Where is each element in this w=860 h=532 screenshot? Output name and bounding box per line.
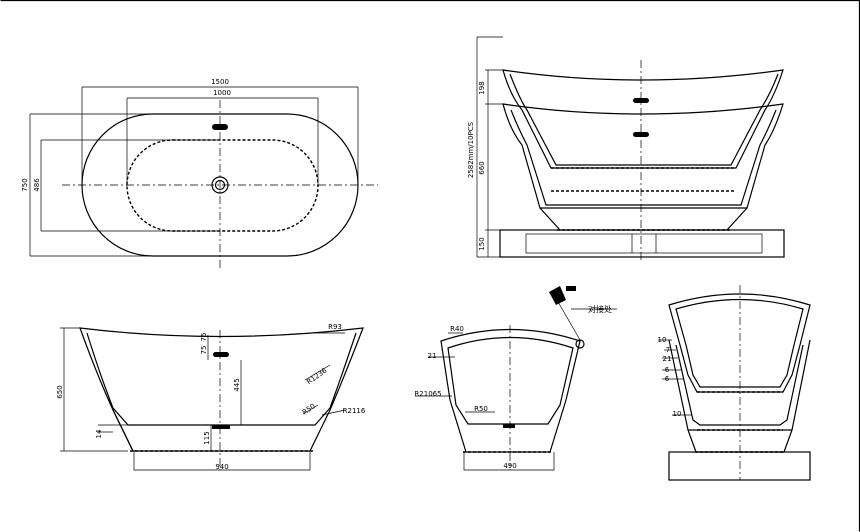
stacked-dim-mid: 660 xyxy=(478,161,486,174)
front-radius-r93: R93 xyxy=(328,323,342,331)
side-radius-r50: R50 xyxy=(474,405,488,413)
stacked-tub-lower xyxy=(502,103,784,209)
front-dim-445: 445 xyxy=(233,378,241,391)
overflow-icon xyxy=(213,352,229,357)
side-width-490: 490 xyxy=(503,462,516,470)
detail-tub-upper xyxy=(668,293,811,393)
drain-icon xyxy=(503,424,515,428)
top-view-width-inner: 1000 xyxy=(213,89,231,97)
side-callout-joint: 对接处 xyxy=(588,304,612,314)
detail-dim-21: 21 xyxy=(663,355,672,363)
side-dim-21: 21 xyxy=(428,352,437,360)
front-view: 650 14 75 75 445 115 940 R93 R1236 R50 R… xyxy=(56,323,366,471)
detail-dim-7: 7 xyxy=(666,346,670,354)
detail-dim-10-top: 10 xyxy=(658,336,667,344)
stacked-dim-total: 2582mm/10PCS xyxy=(467,121,475,178)
front-dim-115: 115 xyxy=(203,431,211,444)
detail-dim-6-lower: 6 xyxy=(665,375,670,383)
top-view-height-outer: 750 xyxy=(21,178,29,191)
drain-icon xyxy=(211,176,229,194)
detail-pallet xyxy=(668,451,811,481)
front-height-650: 650 xyxy=(56,385,64,398)
front-dim-14: 14 xyxy=(95,429,103,438)
side-tub-outline xyxy=(440,328,581,453)
front-radius-r1236: R1236 xyxy=(305,366,329,386)
detail-dim-10-bottom: 10 xyxy=(673,410,682,418)
side-radius-r40: R40 xyxy=(450,325,464,333)
front-width-940: 940 xyxy=(215,463,228,471)
drain-icon xyxy=(212,425,230,429)
stack-detail-view: 10 7 21 6 6 10 xyxy=(658,285,811,481)
drain-inner-ring xyxy=(214,179,226,191)
front-tub-outline xyxy=(79,327,364,452)
front-dim-75-upper: 75 xyxy=(200,333,208,342)
front-radius-r50: R50 xyxy=(301,402,317,416)
side-view: 对接处 R40 21 R21065 R50 490 xyxy=(414,286,617,471)
stacked-packing-view: 198 2582mm/10PCS 660 150 xyxy=(467,36,785,260)
side-radius-r21065: R21065 xyxy=(414,390,441,398)
stacked-tub-upper xyxy=(502,69,784,169)
top-view-width-outer: 1500 xyxy=(211,78,229,86)
top-view: 1500 1000 750 486 xyxy=(21,78,378,270)
top-view-inner-basin xyxy=(126,139,319,232)
overflow-icon xyxy=(633,98,649,103)
front-radius-r2116: R2116 xyxy=(343,407,366,415)
overflow-icon xyxy=(212,124,228,130)
stacked-dim-top: 198 xyxy=(478,81,486,94)
detail-tub-lower xyxy=(668,339,811,431)
pallet xyxy=(499,229,785,258)
stacked-dim-base: 150 xyxy=(478,237,486,250)
detail-dim-6-upper: 6 xyxy=(665,366,670,374)
overflow-icon xyxy=(633,132,649,137)
top-view-height-inner: 486 xyxy=(33,178,41,192)
front-dim-75-lower: 75 xyxy=(200,346,208,355)
hand-shower-icon xyxy=(549,286,581,341)
